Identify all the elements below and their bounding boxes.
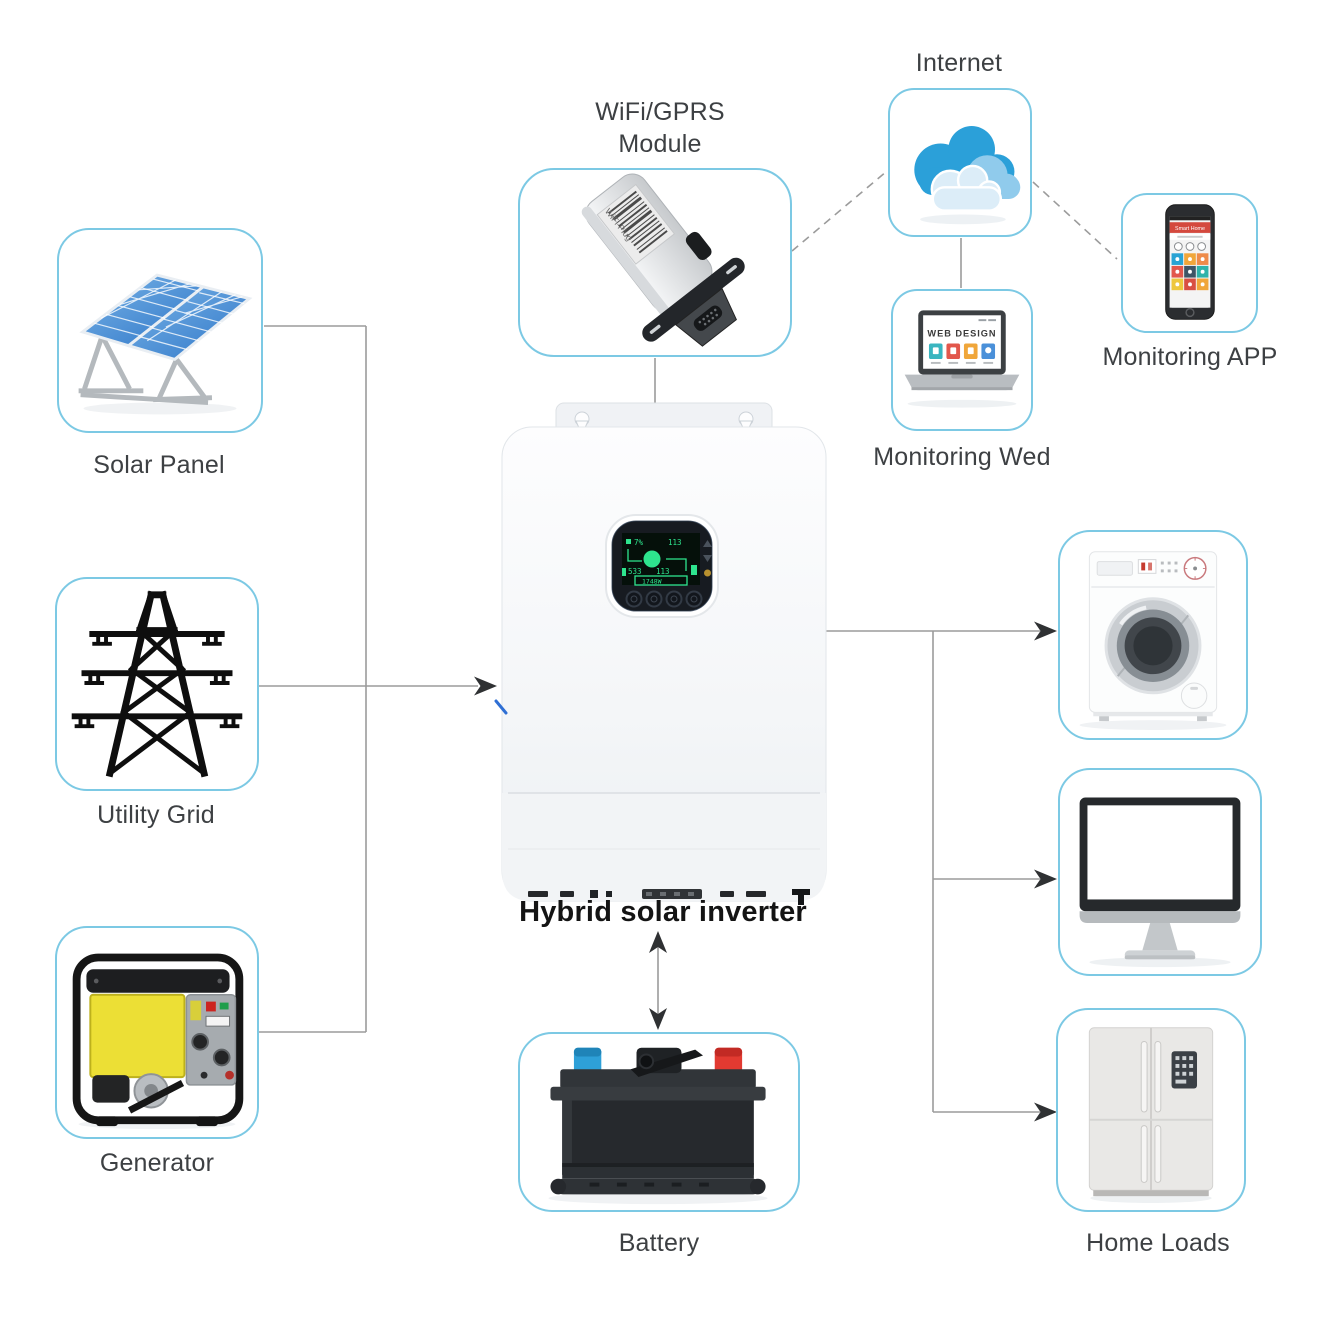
monitor-screen [1087, 805, 1233, 900]
laptop-screen-title: WEB DESIGN [927, 329, 996, 339]
generator-label: Generator [99, 1149, 215, 1177]
internet-box [888, 88, 1032, 237]
generator-fuel-panel [89, 993, 186, 1079]
phone-app-header [1169, 222, 1211, 233]
washer-detergent-drawer [1096, 561, 1133, 576]
inverter-bottom-band [502, 793, 826, 901]
laptop-image: WEB DESIGN [904, 310, 1020, 408]
wifi-module-flange [642, 257, 745, 342]
lcd-bottom-mid: 113 [656, 567, 670, 576]
monitoring-app-label: Monitoring APP [1102, 343, 1278, 371]
inverter-device: 7% 113 533 113 1748W [494, 397, 834, 907]
solar-panel-image [78, 273, 253, 415]
monitor-box [1058, 768, 1262, 976]
lcd-pv-percent: 7% [634, 538, 644, 547]
inverter-bottom-ports [528, 889, 810, 905]
phone-tile-grid [1171, 253, 1209, 291]
arrowhead-into-washer [1034, 621, 1057, 641]
smartphone-image: Smart Home [1165, 204, 1215, 320]
wifi-module-label: WiFi/GPRS Module [540, 96, 780, 160]
solar-panel-label: Solar Panel [93, 451, 225, 479]
wifi-module-image: WiFi-Plug [581, 173, 745, 347]
home-loads-label: Home Loads [1086, 1229, 1230, 1257]
washing-machine-image [1079, 551, 1227, 730]
lcd-bottom-left: 533 [628, 567, 642, 576]
cloud-front [930, 164, 1003, 212]
dashed-cloud-to-phone [1032, 181, 1118, 260]
utility-grid-box [55, 577, 259, 791]
battery-image [548, 1047, 768, 1205]
generator-frame [72, 953, 244, 1125]
wifi-module-barcode-sticker: WiFi-Plug [596, 183, 676, 265]
washer-door [1104, 597, 1202, 695]
dashed-wifi-to-cloud [791, 170, 888, 252]
fridge-image [1088, 1027, 1214, 1203]
solar-panel-box [57, 228, 263, 433]
generator-air-filter [92, 1075, 130, 1103]
fridge-box [1056, 1008, 1246, 1212]
internet-label: Internet [915, 49, 1003, 77]
internet-cloud-icon [914, 126, 1021, 225]
battery-label: Battery [618, 1229, 700, 1257]
monitor-image [1079, 797, 1241, 968]
arrowhead-into-monitor [1034, 869, 1057, 889]
laptop-base [904, 374, 1020, 391]
washer-service-door [1180, 682, 1208, 709]
inverter-image: 7% 113 533 113 1748W [494, 402, 827, 905]
laptop-screen-tiles [928, 343, 996, 364]
battery-body [562, 1100, 754, 1175]
lcd-power: 1748W [642, 578, 662, 586]
panel-stand [78, 334, 213, 406]
generator-image [72, 953, 244, 1130]
inverter-label: Hybrid solar inverter [519, 896, 807, 928]
monitor-chin [1079, 911, 1241, 923]
monitoring-web-box: WEB DESIGN [891, 289, 1033, 431]
washer-display [1137, 559, 1157, 574]
inverter-display: 7% 113 533 113 1748W [605, 514, 719, 618]
battery-box [518, 1032, 800, 1212]
inverter-touch-buttons [625, 590, 703, 608]
arrowhead-into-fridge [1034, 1102, 1057, 1122]
monitoring-web-label: Monitoring Wed [873, 443, 1051, 471]
phone-icon-row [1173, 242, 1207, 251]
phone-app-header-text: Smart Home [1175, 226, 1205, 232]
wifi-module-button [685, 231, 712, 260]
lcd-top-right: 113 [668, 538, 682, 547]
generator-box [55, 926, 259, 1139]
wifi-module-box: WiFi-Plug [518, 168, 792, 357]
arrowhead-down-battery [649, 1008, 667, 1030]
utility-grid-label: Utility Grid [97, 801, 215, 829]
wifi-module-label-line2: Module [618, 130, 702, 158]
monitoring-app-box: Smart Home [1121, 193, 1258, 333]
monitor-stand [1142, 922, 1178, 951]
arrowhead-up-battery [649, 931, 667, 953]
phone-home-button [1185, 307, 1195, 318]
fridge-handles [1140, 1040, 1162, 1183]
panel-array [79, 273, 253, 362]
utility-grid-icon [71, 590, 243, 778]
battery-handle [630, 1047, 703, 1078]
inverter-bezel-indicators [703, 540, 712, 577]
fridge-control-panel [1171, 1051, 1198, 1089]
wifi-module-label-line1: WiFi/GPRS [595, 98, 725, 126]
washing-machine-box [1058, 530, 1248, 740]
